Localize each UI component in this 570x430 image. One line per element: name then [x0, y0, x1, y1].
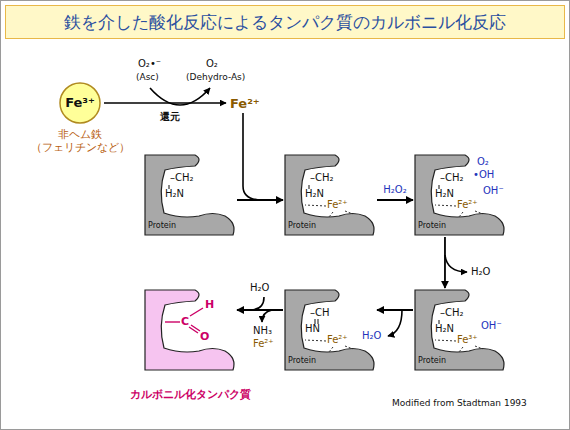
- coordination-bond: [459, 212, 463, 217]
- protein-shape: –CH₂ H₂NFe³⁺OH⁻ Protein: [415, 290, 505, 370]
- reaction-label: NH₃: [253, 325, 272, 337]
- ammonia-out-arrow: [262, 310, 272, 322]
- water-out-arrow: [388, 310, 402, 336]
- coordination-bond: [475, 346, 483, 349]
- node-text: H₂N: [305, 188, 324, 200]
- reaction-label: O₂•⁻: [138, 58, 161, 70]
- node-text: OH⁻: [481, 320, 502, 332]
- coordination-bond: [345, 346, 353, 349]
- protein-outline: [285, 290, 374, 370]
- title-text: 鉄を介した酸化反応によるタンパク質のカルボニル化反応: [64, 11, 506, 34]
- protein-outline: [145, 155, 234, 235]
- double-bond: [189, 325, 200, 333]
- node-text: Fe³⁺: [65, 95, 95, 111]
- protein-outline: [415, 290, 504, 370]
- bond: [190, 308, 203, 316]
- protein-outline: [285, 155, 374, 235]
- reaction-arrow: [237, 309, 283, 311]
- reaction-arrow: [237, 199, 283, 201]
- node-text: Protein: [288, 356, 316, 366]
- node-text: Fe³⁺: [457, 334, 478, 346]
- node-text: C: [181, 315, 189, 328]
- coordination-bond: [305, 205, 326, 206]
- reaction-arrow: [444, 237, 446, 288]
- coordination-bond: [329, 212, 333, 217]
- node-text: H₂N: [435, 323, 454, 335]
- node-heading: 非ヘム鉄 （フェリチンなど）: [24, 128, 136, 154]
- coordination-bond: [435, 340, 456, 341]
- node-text: H₂N: [165, 188, 184, 200]
- edge-label: H₂O₂: [383, 184, 406, 196]
- protein-outline: [415, 155, 504, 235]
- reaction-label: Fe²⁺: [253, 338, 274, 350]
- reaction-label: Modified from Stadtman 1993: [392, 398, 527, 409]
- title-band: 鉄を介した酸化反応によるタンパク質のカルボニル化反応: [5, 5, 565, 39]
- reaction-label: O₂: [206, 58, 218, 70]
- node-text: Protein: [418, 356, 446, 366]
- node-text: O: [200, 330, 209, 343]
- reaction-label: H₂O: [362, 330, 381, 342]
- coordination-bond: [345, 211, 353, 214]
- reaction-arrow: [377, 199, 413, 201]
- node-outline: [145, 290, 235, 370]
- coordination-bond: [459, 347, 463, 352]
- water-out-arrow: [445, 255, 467, 272]
- protein-shape: –CH HN Fe²⁺ Protein: [285, 290, 375, 370]
- node-text: HN: [305, 323, 320, 335]
- node-text: Fe²⁺: [327, 199, 348, 211]
- node-text: OH⁻: [483, 185, 504, 197]
- node-heading: カルボニル化タンパク質: [130, 388, 251, 401]
- reaction-label: (Asc): [136, 72, 159, 83]
- node-text: Fe²⁺: [457, 199, 478, 211]
- node-text: Protein: [148, 221, 176, 231]
- node-text: H₂N: [435, 188, 454, 200]
- node-text: Protein: [418, 221, 446, 231]
- node-text: Fe²⁺: [327, 334, 348, 346]
- node-text: H: [205, 298, 214, 311]
- node-text: –CH₂: [440, 172, 464, 184]
- ascorbate-arc: [150, 88, 210, 105]
- reaction-label: H₂O: [471, 266, 490, 278]
- coordination-bond: [475, 211, 483, 214]
- coordination-bond: [435, 205, 456, 206]
- node-text: –CH₂: [170, 172, 194, 184]
- node-text: Protein: [288, 221, 316, 231]
- reaction-label: (Dehydro-As): [186, 72, 245, 83]
- protein-shape: –CH₂ H₂N Protein: [145, 155, 235, 235]
- node-text: •OH: [473, 169, 494, 181]
- reaction-label: H₂O: [250, 282, 269, 294]
- iron-circle: Fe³⁺非ヘム鉄 （フェリチンなど）: [59, 82, 101, 124]
- carbonyl-bonds: [165, 308, 203, 333]
- reduction-arrow: [104, 102, 226, 104]
- node-text: –CH: [310, 307, 330, 319]
- reaction-label: Fe²⁺: [230, 96, 260, 112]
- node-text: –CH₂: [310, 172, 334, 184]
- iron-supply-line: [243, 113, 262, 200]
- protein-shape: –CH₂ H₂NFe²⁺ O₂•OH OH⁻ Protein: [415, 155, 505, 235]
- coordination-bond: [329, 347, 333, 352]
- node-text: –CH₂: [440, 307, 464, 319]
- reaction-arrow: [377, 309, 413, 311]
- circle-outline: [60, 83, 100, 123]
- coordination-bond: [305, 340, 326, 341]
- water-in-line: [250, 297, 264, 310]
- reaction-label: 還元: [160, 111, 180, 123]
- protein-shape: –CH₂ H₂NFe²⁺ Protein: [285, 155, 375, 235]
- carbonyl-protein: HCOカルボニル化タンパク質: [145, 290, 235, 370]
- bond: [165, 321, 180, 322]
- node-text: O₂: [477, 156, 489, 168]
- protein-outline: [145, 290, 234, 370]
